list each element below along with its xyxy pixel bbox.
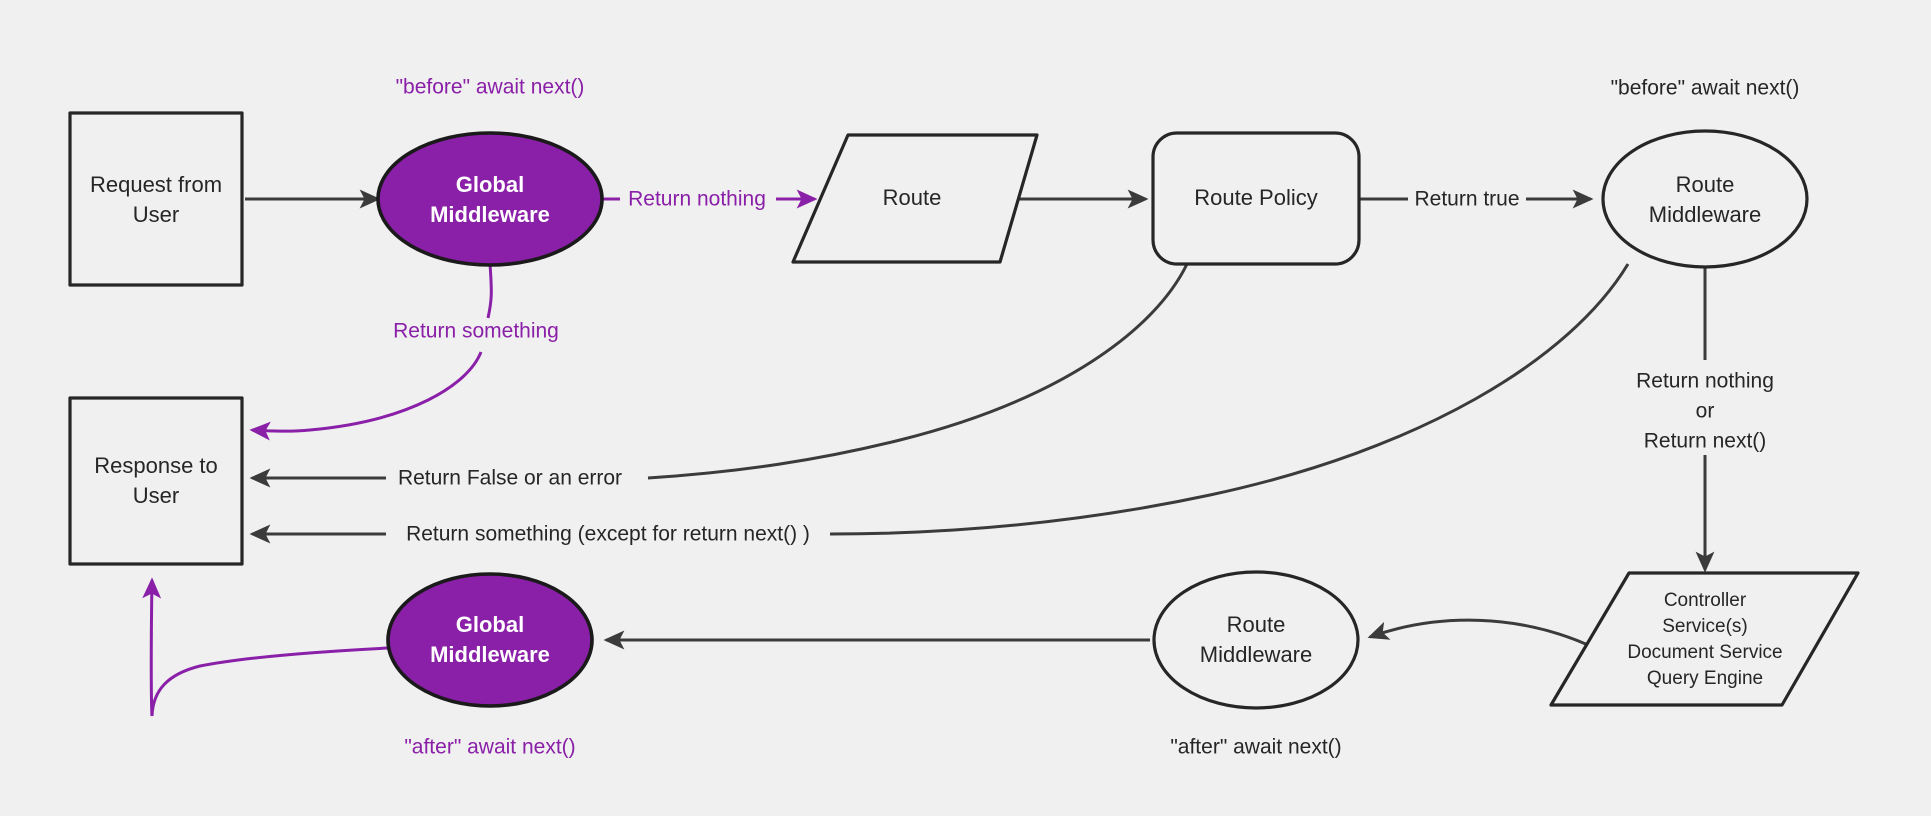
node-label-global-middleware-after-line-2: Middleware xyxy=(430,642,550,667)
edge-label-return-nothing-or-next-line-3: Return next() xyxy=(1644,430,1767,453)
node-label-route-middleware-after-line-2: Middleware xyxy=(1200,642,1313,667)
edge-route-policy-to-route-middleware: Return true xyxy=(1359,188,1594,211)
edge-label-return-false-or-error: Return False or an error xyxy=(398,467,622,490)
node-label-controller-services-line-1: Controller xyxy=(1664,590,1747,611)
node-global-middleware-before[interactable]: Global Middleware xyxy=(376,131,604,267)
edge-global-middleware-after-to-response xyxy=(142,577,389,717)
node-controller-services[interactable]: Controller Service(s) Document Service Q… xyxy=(1549,571,1860,707)
node-label-global-middleware-before-line-2: Middleware xyxy=(430,202,550,227)
node-label-request-from-user-line-2: User xyxy=(133,202,179,227)
edge-label-return-nothing: Return nothing xyxy=(628,188,766,211)
note-after-await-next-route: "after" await next() xyxy=(1170,736,1341,759)
edge-label-return-nothing-or-next-line-1: Return nothing xyxy=(1636,370,1774,393)
node-label-route-middleware-before-line-1: Route xyxy=(1676,172,1735,197)
node-label-controller-services-line-4: Query Engine xyxy=(1647,668,1763,689)
node-label-route-middleware-after-line-1: Route xyxy=(1227,612,1286,637)
edge-label-return-nothing-or-next-line-2: or xyxy=(1696,400,1715,423)
edge-label-return-true: Return true xyxy=(1414,188,1519,211)
node-label-controller-services-line-3: Document Service xyxy=(1627,642,1782,663)
edge-controller-to-route-middleware-after xyxy=(1367,618,1589,647)
node-label-global-middleware-before-line-1: Global xyxy=(456,172,524,197)
node-route-policy[interactable]: Route Policy xyxy=(1151,131,1361,266)
edge-route-middleware-return-something: Return something (except for return next… xyxy=(249,263,1630,546)
node-label-route-policy: Route Policy xyxy=(1194,185,1318,210)
node-label-controller-services-line-2: Service(s) xyxy=(1662,616,1748,637)
node-label-request-from-user-line-1: Request from xyxy=(90,172,222,197)
edge-global-middleware-return-something: Return something xyxy=(249,263,559,441)
note-before-await-next-route: "before" await next() xyxy=(1611,77,1800,100)
node-label-response-to-user-line-1: Response to xyxy=(94,453,218,478)
node-label-route: Route xyxy=(883,185,942,210)
edge-label-return-something-except-next: Return something (except for return next… xyxy=(406,523,810,546)
node-label-route-middleware-before-line-2: Middleware xyxy=(1649,202,1762,227)
edge-route-middleware-to-controller: Return nothing or Return next() xyxy=(1636,267,1774,573)
node-route-middleware-before[interactable]: Route Middleware xyxy=(1601,129,1809,269)
node-label-response-to-user-line-2: User xyxy=(133,483,179,508)
edge-label-return-something: Return something xyxy=(393,320,559,343)
note-before-await-next-global: "before" await next() xyxy=(396,76,585,99)
edge-route-policy-return-false: Return False or an error xyxy=(249,263,1189,490)
node-request-from-user[interactable]: Request from User xyxy=(68,111,244,287)
node-response-to-user[interactable]: Response to User xyxy=(68,396,244,566)
node-route[interactable]: Route xyxy=(791,133,1039,264)
node-global-middleware-after[interactable]: Global Middleware xyxy=(386,572,594,708)
note-after-await-next-global: "after" await next() xyxy=(404,736,575,759)
node-route-middleware-after[interactable]: Route Middleware xyxy=(1152,570,1360,710)
edge-global-middleware-to-route: Return nothing xyxy=(603,188,818,211)
node-label-global-middleware-after-line-1: Global xyxy=(456,612,524,637)
